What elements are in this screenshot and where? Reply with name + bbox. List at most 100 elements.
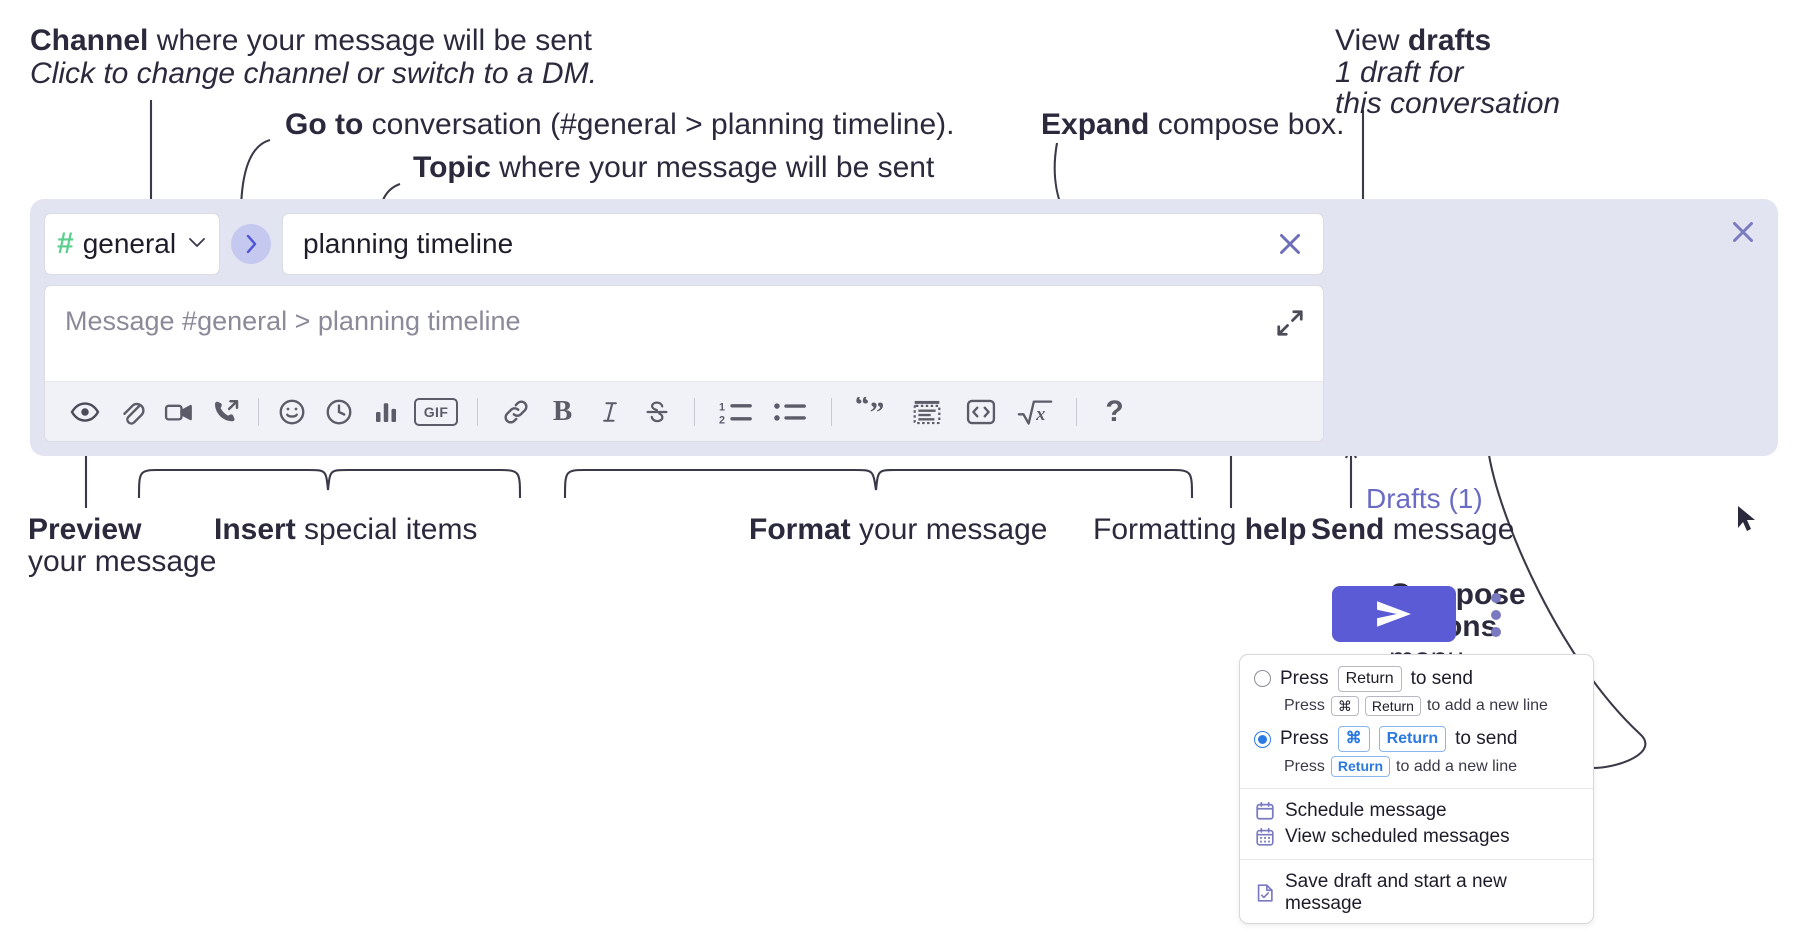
option2-sub-post: to add a new line <box>1396 757 1518 775</box>
annotation-expand: Expand compose box. <box>1041 108 1345 141</box>
save-draft-icon <box>1254 882 1276 904</box>
menu-option-cmd-return-to-send[interactable]: Press ⌘ Return to send <box>1240 724 1593 754</box>
math-icon[interactable]: x <box>1008 388 1062 435</box>
annotation-channel: Channel where your message will be sent <box>30 24 592 57</box>
annotation-topic: Topic where your message will be sent <box>413 151 935 184</box>
option2-pre: Press <box>1280 728 1329 750</box>
annotation-send: Send message <box>1311 513 1515 546</box>
emoji-icon[interactable] <box>268 388 315 435</box>
menu-item-label: Schedule message <box>1285 799 1447 821</box>
annotation-preview-line2: your message <box>28 545 217 578</box>
send-icon <box>1377 601 1411 627</box>
video-icon[interactable] <box>155 388 202 435</box>
option1-post: to send <box>1410 667 1473 689</box>
math-variable: x <box>1035 404 1045 424</box>
radio-return-to-send[interactable] <box>1254 670 1271 688</box>
chevron-down-icon <box>187 234 207 254</box>
annotation-insert: Insert special items <box>214 513 478 546</box>
toolbar-divider <box>831 397 832 426</box>
strikethrough-icon[interactable] <box>633 388 680 435</box>
gif-icon[interactable]: GIF <box>409 388 463 435</box>
radio-cmd-return-to-send[interactable] <box>1254 730 1271 748</box>
topic-field[interactable] <box>282 213 1324 275</box>
ordered-num-1: 1 <box>719 401 725 413</box>
call-forward-icon[interactable] <box>202 388 249 435</box>
channel-name: general <box>82 228 177 259</box>
compose-options-button[interactable] <box>1479 589 1513 641</box>
menu-option1-sub: Press ⌘ Return to add a new line <box>1240 694 1593 719</box>
goto-conversation-button[interactable] <box>231 224 271 264</box>
menu-divider <box>1240 858 1593 860</box>
expand-icon[interactable] <box>1275 308 1305 343</box>
toolbar-divider <box>1076 397 1077 426</box>
menu-item-save-draft[interactable]: Save draft and start a new message <box>1240 869 1593 917</box>
compose-options-menu: Press Return to send Press ⌘ Return to a… <box>1239 654 1594 924</box>
compose-inner: # general Message #general > <box>44 213 1324 442</box>
option2-post: to send <box>1455 728 1518 750</box>
menu-option-return-to-send[interactable]: Press Return to send <box>1240 664 1593 694</box>
poll-icon[interactable] <box>362 388 409 435</box>
menu-divider <box>1240 787 1593 789</box>
menu-item-schedule-message[interactable]: Schedule message <box>1240 798 1593 824</box>
key-return: Return <box>1364 695 1421 717</box>
calendar-grid-icon <box>1254 826 1276 848</box>
code-block-icon[interactable] <box>900 388 954 435</box>
menu-item-view-scheduled[interactable]: View scheduled messages <box>1240 824 1593 850</box>
formatting-toolbar: GIF B <box>45 381 1323 441</box>
kebab-dot <box>1491 627 1501 637</box>
menu-option2-sub: Press Return to add a new line <box>1240 754 1593 779</box>
help-label: ? <box>1105 394 1124 428</box>
cursor-pointer <box>1738 506 1755 531</box>
annotation-drafts-line2: 1 draft for <box>1335 56 1464 89</box>
gif-label: GIF <box>414 397 458 426</box>
channel-selector[interactable]: # general <box>44 213 220 275</box>
menu-item-label: View scheduled messages <box>1285 825 1510 847</box>
toolbar-divider <box>477 397 478 426</box>
preview-icon[interactable] <box>61 388 108 435</box>
kebab-dot <box>1491 593 1501 603</box>
key-return: Return <box>1378 726 1447 753</box>
message-editor[interactable]: Message #general > planning timeline <box>44 285 1324 442</box>
compose-box: # general Message #general > <box>30 199 1778 642</box>
link-icon[interactable] <box>492 388 539 435</box>
blockquote-icon[interactable]: “ ” <box>846 388 900 435</box>
annotation-drafts-line3: this conversation <box>1335 87 1561 120</box>
send-button[interactable] <box>1332 586 1456 642</box>
option1-sub-post: to add a new line <box>1426 697 1548 715</box>
option1-pre: Press <box>1280 667 1329 689</box>
ordered-num-2: 2 <box>719 414 725 426</box>
key-return: Return <box>1337 666 1402 692</box>
code-icon[interactable] <box>954 388 1008 435</box>
drafts-link[interactable]: Drafts (1) <box>1366 483 1483 514</box>
svg-text:“: “ <box>856 397 870 421</box>
menu-item-label: Save draft and start a new message <box>1285 870 1507 914</box>
toolbar-divider <box>258 397 259 426</box>
annotation-format: Format your message <box>749 513 1048 546</box>
close-icon[interactable] <box>1726 215 1760 254</box>
bold-icon[interactable]: B <box>539 388 586 435</box>
key-command: ⌘ <box>1337 726 1370 753</box>
ordered-list-icon[interactable]: 1 2 <box>709 388 763 435</box>
annotation-goto: Go to conversation (#general > planning … <box>285 108 955 141</box>
annotation-channel-sub: Click to change channel or switch to a D… <box>30 57 597 90</box>
attachment-icon[interactable] <box>108 388 155 435</box>
option1-sub-pre: Press <box>1284 697 1325 715</box>
annotation-preview-line1: Preview <box>28 513 142 546</box>
bulleted-list-icon[interactable] <box>763 388 817 435</box>
svg-text:”: ” <box>870 397 885 427</box>
option2-sub-pre: Press <box>1284 757 1325 775</box>
key-command: ⌘ <box>1330 695 1359 717</box>
message-placeholder: Message #general > planning timeline <box>65 306 521 336</box>
clock-icon[interactable] <box>315 388 362 435</box>
clear-topic-icon[interactable] <box>1273 227 1307 261</box>
annotation-formatting-help: Formatting help <box>1093 513 1307 546</box>
topic-input[interactable] <box>301 227 1273 261</box>
calendar-icon <box>1254 800 1276 822</box>
italic-icon[interactable] <box>586 388 633 435</box>
kebab-dot <box>1491 610 1501 620</box>
annotation-drafts-line1: View drafts <box>1335 24 1492 57</box>
compose-header-row: # general <box>44 213 1324 275</box>
formatting-help-icon[interactable]: ? <box>1091 388 1138 435</box>
bold-label: B <box>552 395 573 427</box>
